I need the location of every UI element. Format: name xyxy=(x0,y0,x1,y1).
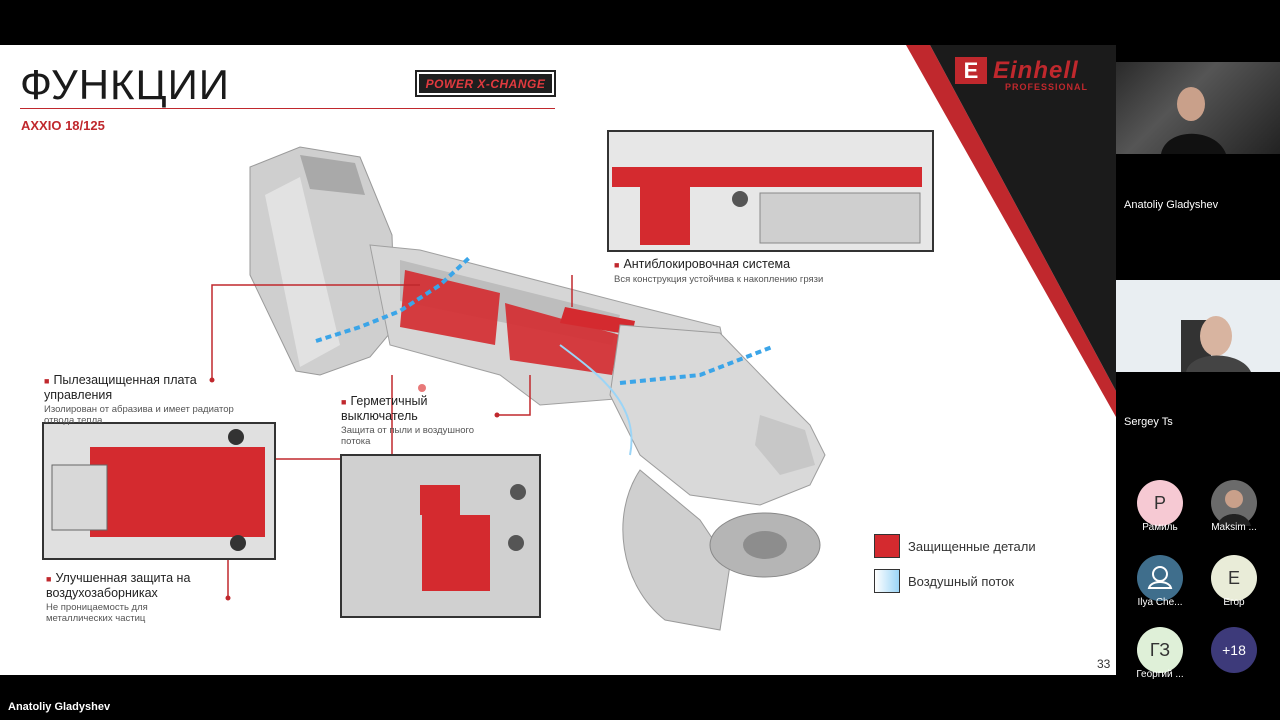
legend-item-airflow: Воздушный поток xyxy=(874,569,1036,593)
legend-label: Воздушный поток xyxy=(908,573,1015,589)
person-video-icon xyxy=(1181,316,1251,372)
legend-swatch-red xyxy=(874,534,900,558)
power-x-change-badge: POWER X-CHANGE xyxy=(415,70,556,97)
feature-head: Антиблокировочная система xyxy=(623,257,791,271)
avatar-name: Maksim ... xyxy=(1211,522,1257,533)
feature-head: Герметичный выключатель xyxy=(341,394,428,423)
avatar-ilya[interactable] xyxy=(1137,555,1183,601)
participant-name: Sergey Ts xyxy=(1124,416,1173,428)
avatar-egor[interactable]: Е xyxy=(1211,555,1257,601)
feature-air-intake: ■Улучшенная защита на воздухозаборниках … xyxy=(46,571,216,624)
avatar-georgiy[interactable]: ГЗ xyxy=(1137,627,1183,673)
person-photo-icon xyxy=(1217,490,1251,526)
user-icon xyxy=(1147,566,1173,589)
avatar-maksim[interactable] xyxy=(1211,480,1257,526)
feature-desc: Не проницаемость для металлических части… xyxy=(46,601,148,624)
badge-label: POWER X-CHANGE xyxy=(419,74,552,93)
legend: Защищенные детали Воздушный поток xyxy=(874,534,1036,604)
brand-sub: PROFESSIONAL xyxy=(1005,82,1089,92)
feature-sealed-switch: ■Герметичный выключатель Защита от пыли … xyxy=(341,394,491,447)
legend-item-protected: Защищенные детали xyxy=(874,534,1036,558)
more-count: +18 xyxy=(1222,642,1246,658)
feature-anti-lock: ■Антиблокировочная система Вся конструкц… xyxy=(614,257,874,285)
avatar-name: Ilya Che... xyxy=(1137,597,1183,608)
feature-desc: Изолирован от абразива и имеет радиатор … xyxy=(44,403,234,426)
more-participants-button[interactable]: +18 xyxy=(1211,627,1257,673)
feature-control-board: ■Пылезащищенная плата управления Изолиро… xyxy=(44,373,254,426)
feature-desc: Защита от пыли и воздушного потока xyxy=(341,424,475,447)
grinder-illustration xyxy=(42,130,934,631)
active-speaker-name: Anatoliy Gladyshev xyxy=(8,701,111,713)
video-tile-anatoliy[interactable] xyxy=(1116,62,1280,154)
feature-head: Улучшенная защита на воздухозаборниках xyxy=(46,571,191,600)
avatar-ramil[interactable]: Р xyxy=(1137,480,1183,526)
avatar-name: Рамиль xyxy=(1142,522,1178,533)
feature-head: Пылезащищенная плата управления xyxy=(44,373,197,402)
brand-name: Einhell xyxy=(993,56,1079,84)
page-number: 33 xyxy=(1097,657,1111,671)
einhell-logo-mark: E xyxy=(955,57,987,84)
model-name: AXXIO 18/125 xyxy=(21,118,105,133)
einhell-logo: E Einhell xyxy=(955,57,1079,84)
avatar-name: Егор xyxy=(1223,597,1245,608)
video-tile-sergey[interactable] xyxy=(1116,280,1280,372)
feature-desc: Вся конструкция устойчива к накоплению г… xyxy=(614,273,824,285)
shared-slide: E Einhell PROFESSIONAL ФУНКЦИИ AXXIO 18/… xyxy=(0,45,1116,675)
legend-swatch-blue xyxy=(874,569,900,593)
avatar-initials: ГЗ xyxy=(1149,639,1171,660)
avatar-name: Георгий ... xyxy=(1136,669,1184,680)
legend-label: Защищенные детали xyxy=(908,538,1036,554)
avatar-initials: Р xyxy=(1153,492,1166,513)
slide-title: ФУНКЦИИ xyxy=(20,61,230,108)
avatar-initials: Е xyxy=(1227,567,1240,588)
participant-name: Anatoliy Gladyshev xyxy=(1124,199,1219,211)
title-divider xyxy=(20,108,555,109)
person-video-icon xyxy=(1161,87,1226,154)
